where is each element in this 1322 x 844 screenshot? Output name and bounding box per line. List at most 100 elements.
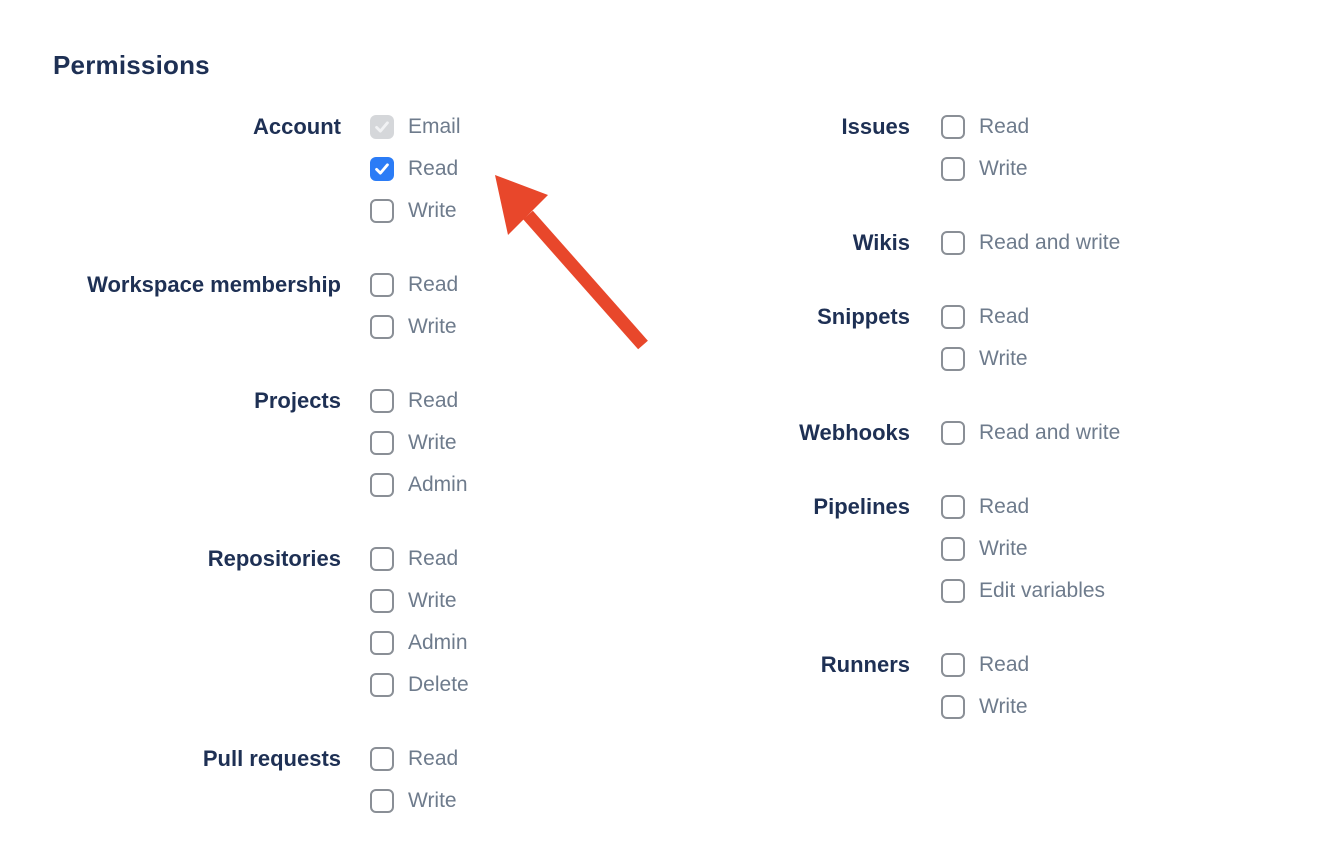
wikis-group-label: Wikis xyxy=(852,230,910,255)
runners-read-row[interactable]: Read xyxy=(941,644,1029,686)
runners-read-label[interactable]: Read xyxy=(979,653,1030,676)
runners-write-row[interactable]: Write xyxy=(941,686,1029,728)
issues-read-label[interactable]: Read xyxy=(979,115,1030,138)
repositories-read-checkbox[interactable] xyxy=(370,547,394,571)
issues-write-checkbox[interactable] xyxy=(941,157,965,181)
repositories-group-label: Repositories xyxy=(207,546,341,571)
projects-admin-label[interactable]: Admin xyxy=(408,473,468,496)
snippets-write-label[interactable]: Write xyxy=(979,347,1028,370)
pipelines-group-label: Pipelines xyxy=(813,494,910,519)
pull-requests-write-label[interactable]: Write xyxy=(408,789,457,812)
check-icon xyxy=(375,163,389,175)
arrow-icon xyxy=(495,175,648,350)
snippets-read-checkbox[interactable] xyxy=(941,305,965,329)
snippets-read-row[interactable]: Read xyxy=(941,296,1029,338)
issues-read-row[interactable]: Read xyxy=(941,106,1029,148)
permission-group: Wikis Read and write xyxy=(630,222,1120,264)
pipelines-edit-variables-label[interactable]: Edit variables xyxy=(979,579,1106,602)
projects-write-row[interactable]: Write xyxy=(370,422,468,464)
projects-read-row[interactable]: Read xyxy=(370,380,468,422)
webhooks-read-and-write-row[interactable]: Read and write xyxy=(941,412,1120,454)
projects-read-checkbox[interactable] xyxy=(370,389,394,413)
account-read-checkbox[interactable] xyxy=(370,157,394,181)
check-icon xyxy=(375,121,389,133)
projects-admin-row[interactable]: Admin xyxy=(370,464,468,506)
wikis-read-and-write-row[interactable]: Read and write xyxy=(941,222,1120,264)
pipelines-write-label[interactable]: Write xyxy=(979,537,1028,560)
repositories-delete-label[interactable]: Delete xyxy=(408,673,469,696)
workspace-membership-read-row[interactable]: Read xyxy=(370,264,458,306)
account-write-row[interactable]: Write xyxy=(370,190,461,232)
account-read-row[interactable]: Read xyxy=(370,148,461,190)
repositories-delete-row[interactable]: Delete xyxy=(370,664,469,706)
repositories-write-checkbox[interactable] xyxy=(370,589,394,613)
pipelines-write-row[interactable]: Write xyxy=(941,528,1105,570)
runners-group-label: Runners xyxy=(820,652,910,677)
projects-read-label[interactable]: Read xyxy=(408,389,459,412)
snippets-write-checkbox[interactable] xyxy=(941,347,965,371)
pull-requests-read-checkbox[interactable] xyxy=(370,747,394,771)
repositories-write-label[interactable]: Write xyxy=(408,589,457,612)
webhooks-read-and-write-checkbox[interactable] xyxy=(941,421,965,445)
runners-read-checkbox[interactable] xyxy=(941,653,965,677)
pull-requests-write-checkbox[interactable] xyxy=(370,789,394,813)
account-write-checkbox[interactable] xyxy=(370,199,394,223)
workspace-membership-write-row[interactable]: Write xyxy=(370,306,458,348)
wikis-read-and-write-checkbox[interactable] xyxy=(941,231,965,255)
wikis-read-and-write-label[interactable]: Read and write xyxy=(979,231,1121,254)
projects-admin-checkbox[interactable] xyxy=(370,473,394,497)
snippets-read-label[interactable]: Read xyxy=(979,305,1030,328)
pipelines-write-checkbox[interactable] xyxy=(941,537,965,561)
webhooks-read-and-write-label[interactable]: Read and write xyxy=(979,421,1121,444)
account-email-row[interactable]: Email xyxy=(370,106,461,148)
repositories-admin-checkbox[interactable] xyxy=(370,631,394,655)
workspace-membership-write-label[interactable]: Write xyxy=(408,315,457,338)
account-email-label[interactable]: Email xyxy=(408,115,461,138)
projects-write-label[interactable]: Write xyxy=(408,431,457,454)
workspace-membership-read-label[interactable]: Read xyxy=(408,273,459,296)
workspace-membership-read-checkbox[interactable] xyxy=(370,273,394,297)
runners-write-checkbox[interactable] xyxy=(941,695,965,719)
runners-write-label[interactable]: Write xyxy=(979,695,1028,718)
pipelines-read-label[interactable]: Read xyxy=(979,495,1030,518)
pull-requests-read-label[interactable]: Read xyxy=(408,747,459,770)
projects-write-checkbox[interactable] xyxy=(370,431,394,455)
repositories-read-row[interactable]: Read xyxy=(370,538,469,580)
account-group-label: Account xyxy=(253,114,341,139)
webhooks-group-label: Webhooks xyxy=(799,420,910,445)
pull-requests-write-row[interactable]: Write xyxy=(370,780,458,822)
workspace-membership-write-checkbox[interactable] xyxy=(370,315,394,339)
pipelines-read-row[interactable]: Read xyxy=(941,486,1105,528)
pull-requests-read-row[interactable]: Read xyxy=(370,738,458,780)
repositories-admin-row[interactable]: Admin xyxy=(370,622,469,664)
issues-read-checkbox[interactable] xyxy=(941,115,965,139)
repositories-write-row[interactable]: Write xyxy=(370,580,469,622)
account-write-label[interactable]: Write xyxy=(408,199,457,222)
issues-write-row[interactable]: Write xyxy=(941,148,1029,190)
snippets-write-row[interactable]: Write xyxy=(941,338,1029,380)
pull-requests-group-label: Pull requests xyxy=(202,746,341,771)
repositories-read-label[interactable]: Read xyxy=(408,547,459,570)
workspace-membership-group-label: Workspace membership xyxy=(87,272,341,297)
account-email-checkbox[interactable] xyxy=(370,115,394,139)
pipelines-edit-variables-checkbox[interactable] xyxy=(941,579,965,603)
account-read-label[interactable]: Read xyxy=(408,157,459,180)
issues-group-label: Issues xyxy=(841,114,911,139)
repositories-delete-checkbox[interactable] xyxy=(370,673,394,697)
pipelines-read-checkbox[interactable] xyxy=(941,495,965,519)
pipelines-edit-variables-row[interactable]: Edit variables xyxy=(941,570,1105,612)
repositories-admin-label[interactable]: Admin xyxy=(408,631,468,654)
issues-write-label[interactable]: Write xyxy=(979,157,1028,180)
